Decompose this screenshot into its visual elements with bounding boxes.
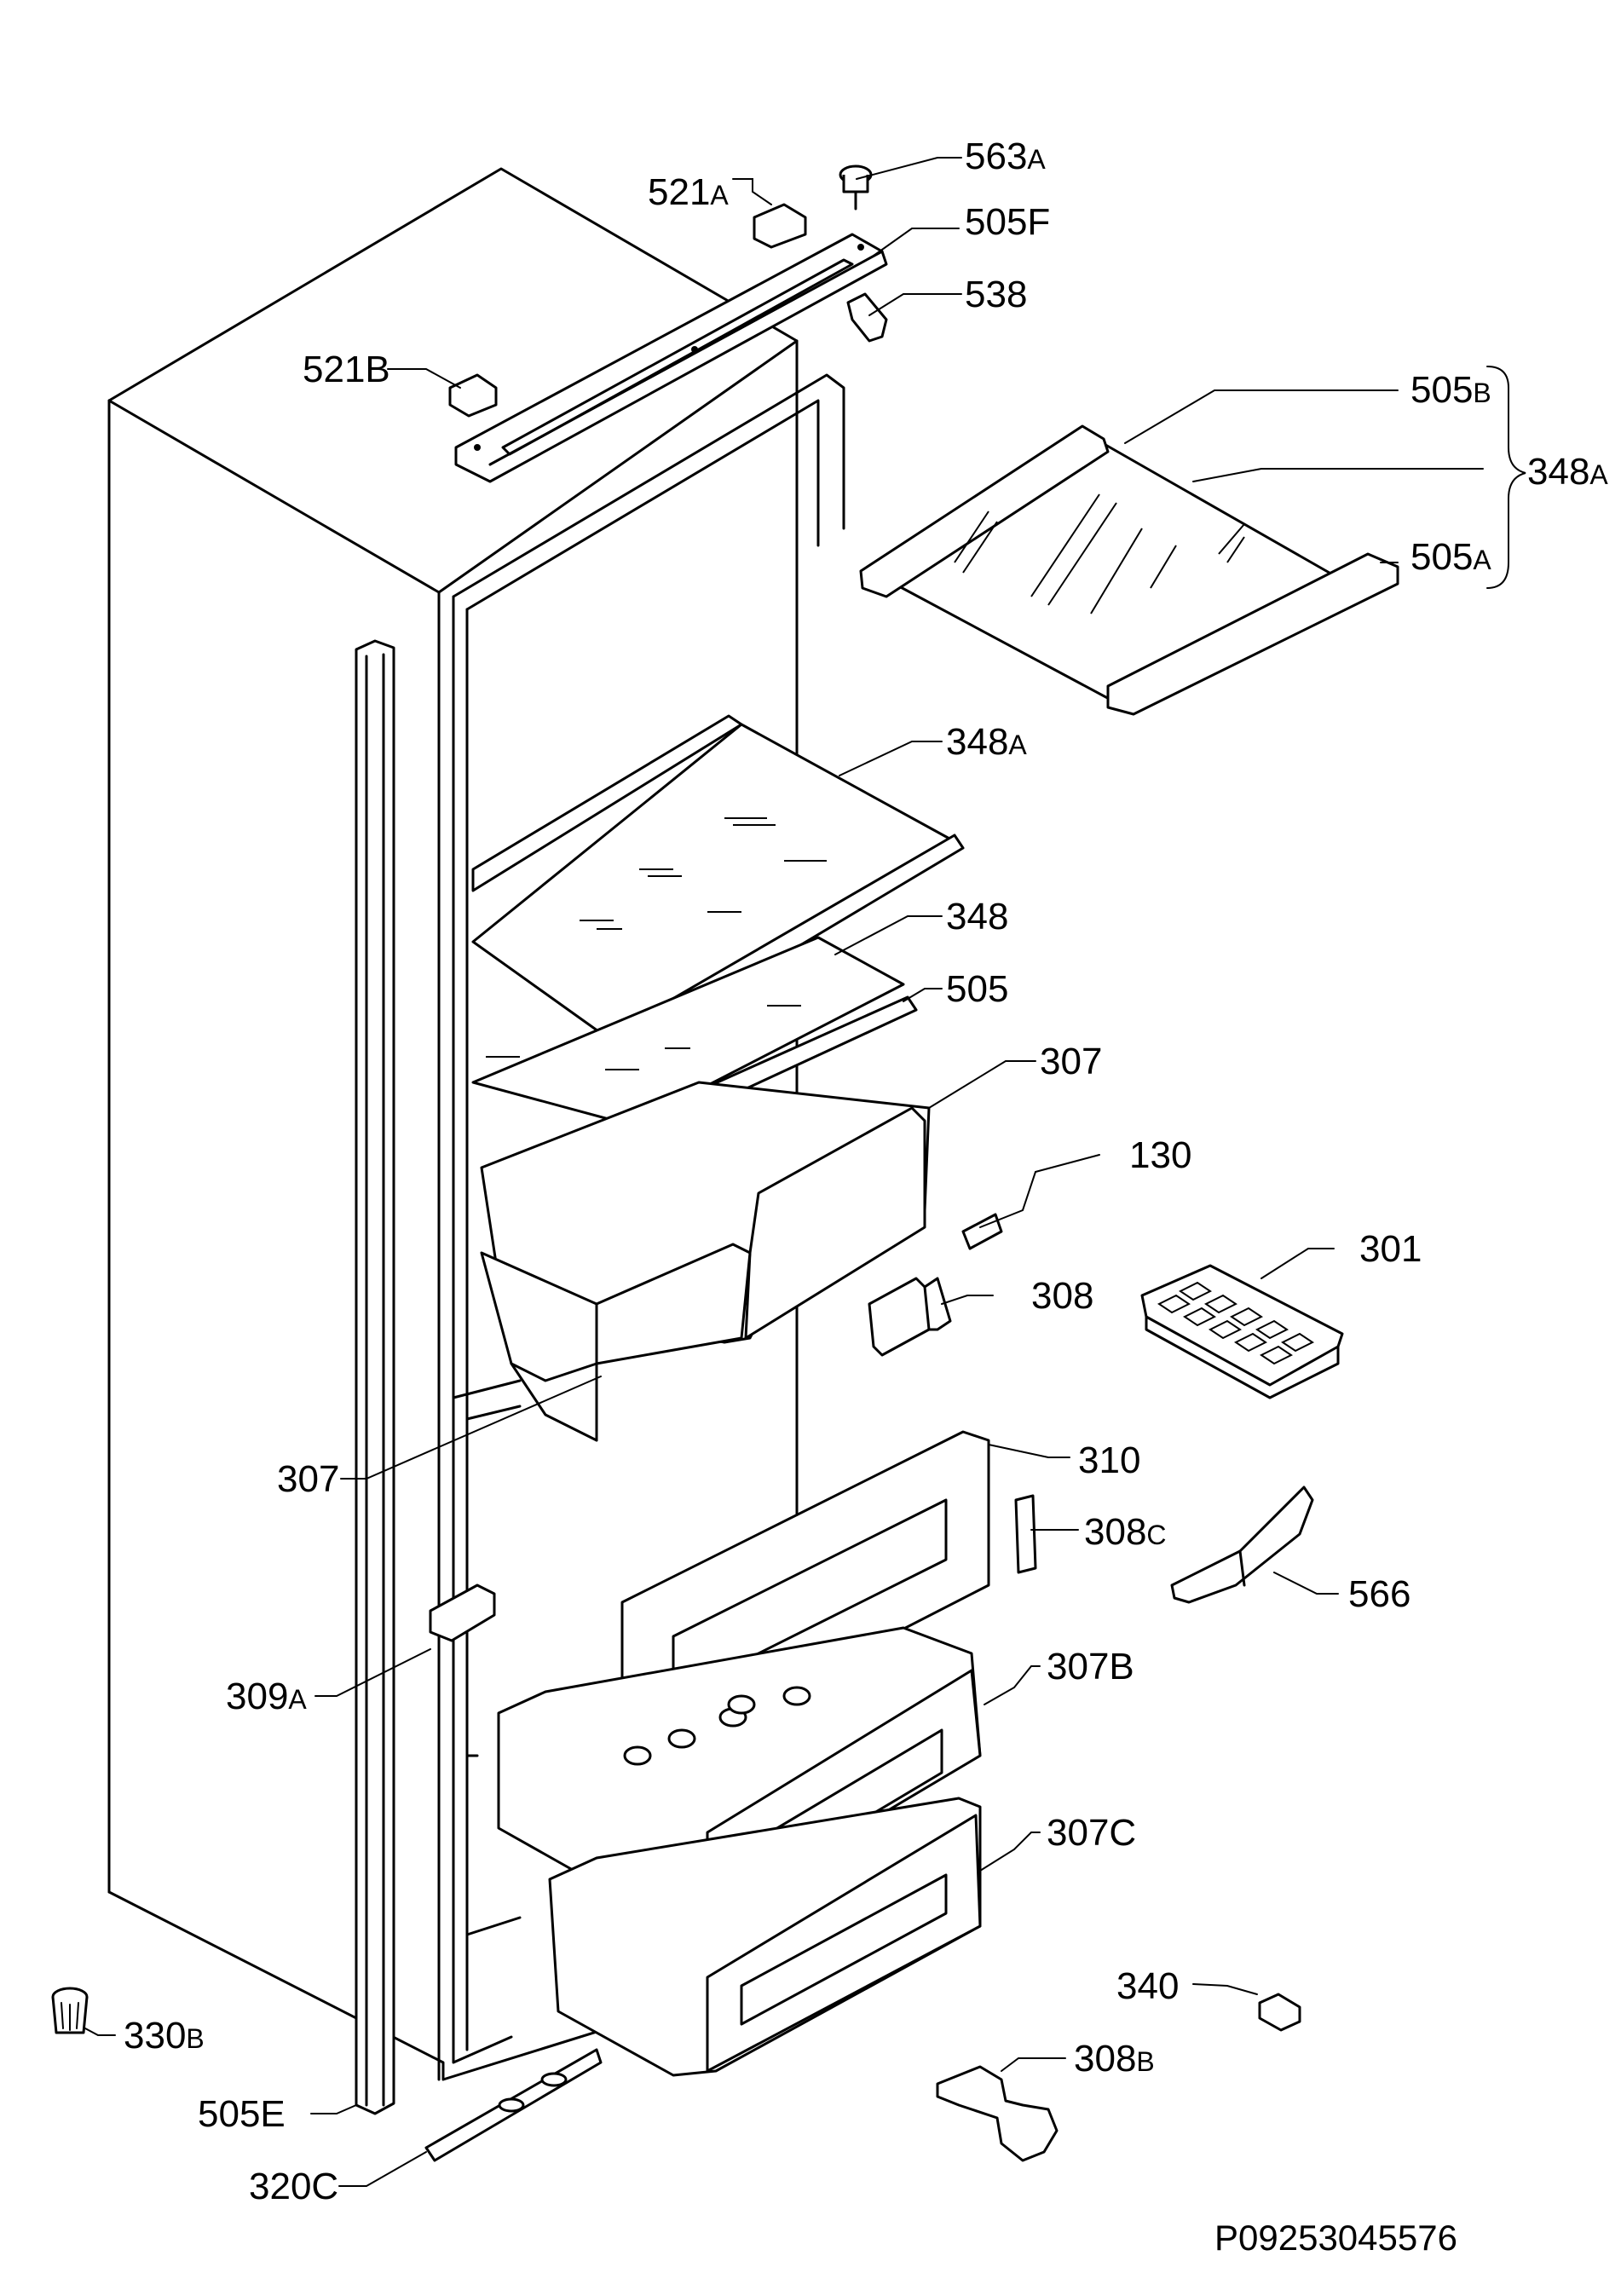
hinge-308 (868, 1277, 952, 1357)
hinge-cover-521a (753, 203, 807, 249)
glass-shelf-348 (471, 936, 905, 1127)
label-301: 301 (1359, 1228, 1422, 1270)
label-340: 340 (1116, 1965, 1179, 2007)
part-labels: 563A 521A 505F 538 521B 505B 348A 505A 3… (124, 136, 1608, 2207)
label-505a: 505A (1410, 536, 1491, 578)
ice-scraper-566 (1170, 1485, 1314, 1604)
hinge-pin-538 (846, 292, 888, 343)
label-308b: 308B (1074, 2038, 1155, 2080)
label-521b: 521B (303, 349, 390, 390)
label-505b: 505B (1410, 369, 1491, 411)
adjustable-foot-330b (51, 1987, 89, 2034)
label-310: 310 (1078, 1439, 1140, 1481)
label-505: 505 (946, 968, 1008, 1010)
part-340 (1258, 1993, 1301, 2032)
label-307-left: 307 (277, 1458, 339, 1500)
glass-shelf-348a-exploded (859, 424, 1399, 716)
label-307c: 307C (1047, 1812, 1136, 1854)
hinge-308b (936, 2065, 1059, 2162)
label-505e: 505E (198, 2093, 286, 2135)
assembly-bracket (1486, 366, 1526, 589)
label-566: 566 (1348, 1573, 1410, 1615)
door-rail-320c (424, 2048, 603, 2162)
label-307-upper: 307 (1040, 1041, 1102, 1082)
drawer-307-upper (480, 1081, 931, 1442)
label-330b: 330B (124, 2015, 205, 2057)
label-130: 130 (1129, 1134, 1191, 1176)
leader-lines (84, 157, 1484, 2187)
part-130 (961, 1213, 1003, 1250)
label-521a: 521A (648, 171, 729, 213)
label-348a: 348A (946, 721, 1027, 763)
refrigerator-cabinet (107, 167, 845, 2081)
hinge-308c (1014, 1494, 1037, 1574)
label-538: 538 (965, 274, 1027, 315)
label-348a-assembly: 348A (1527, 451, 1608, 493)
label-320c: 320C (249, 2166, 338, 2207)
drawing-code: P09253045576 (1214, 2218, 1457, 2258)
ice-tray-301 (1140, 1264, 1344, 1399)
door-seal-505e (355, 639, 395, 2115)
hinge-cover-521b (448, 373, 498, 418)
label-308: 308 (1031, 1275, 1093, 1317)
freezer-drawer-307c (548, 1797, 982, 2077)
top-hinge-plate-505f (454, 233, 888, 483)
label-307b: 307B (1047, 1646, 1134, 1687)
screw-563a (839, 164, 873, 211)
label-308c: 308C (1084, 1511, 1167, 1553)
label-309a: 309A (226, 1676, 307, 1717)
label-505f: 505F (965, 201, 1050, 243)
part-309a (429, 1584, 496, 1642)
label-563a: 563A (965, 136, 1046, 177)
label-348: 348 (946, 896, 1008, 937)
